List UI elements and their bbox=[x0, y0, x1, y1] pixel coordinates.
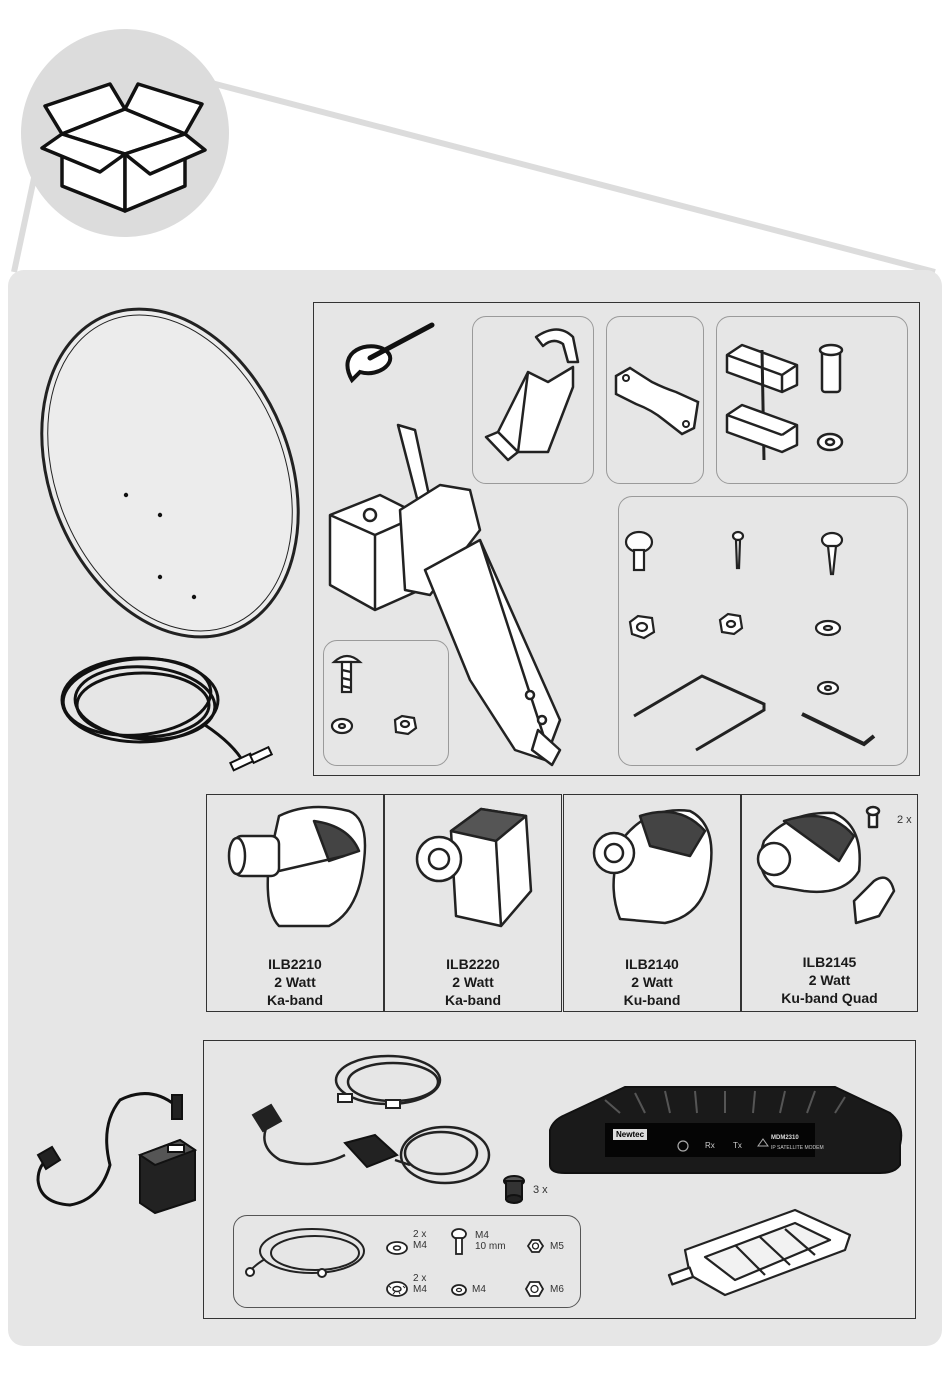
lnb-ilb2140-icon bbox=[580, 801, 730, 931]
modem-subtitle: IP SATELLITE MODEM bbox=[771, 1145, 824, 1151]
nut-m6-icon bbox=[523, 1280, 545, 1298]
lnb-model: ILB2145 bbox=[742, 953, 917, 971]
f-connector-icon bbox=[500, 1175, 530, 1205]
lnb-band: Ka-band bbox=[207, 991, 383, 1009]
modem-unit: Newtec Rx Tx MDM2310 IP SATELLITE MODEM bbox=[545, 1085, 905, 1177]
bolt-size: M4 bbox=[475, 1230, 506, 1241]
carriage-bolt-set-icon bbox=[330, 648, 440, 758]
lnb-cell-ilb2140: ILB2140 2 Watt Ku-band bbox=[563, 794, 741, 1012]
lnb-ilb2210-icon bbox=[219, 801, 369, 931]
lnb-power: 2 Watt bbox=[742, 971, 917, 989]
power-adapter-icon bbox=[30, 1085, 210, 1225]
screw-qty: 2 x bbox=[897, 815, 912, 826]
modem-stand-icon bbox=[665, 1205, 865, 1305]
lnb-band: Ka-band bbox=[385, 991, 561, 1009]
nut-m6-size: M6 bbox=[550, 1284, 564, 1295]
modem-tx-label: Tx bbox=[733, 1141, 742, 1150]
bolt-length: 10 mm bbox=[475, 1241, 506, 1252]
washer-m4-qty: 2 x bbox=[413, 1229, 427, 1240]
lnb-power: 2 Watt bbox=[385, 973, 561, 991]
lnb-cell-ilb2220: ILB2220 2 Watt Ka-band bbox=[384, 794, 562, 1012]
clamp-plate-icon bbox=[612, 362, 702, 442]
nut-m5-size: M5 bbox=[550, 1241, 564, 1252]
modem-body-icon bbox=[545, 1085, 905, 1177]
fasteners-set-icon bbox=[624, 504, 904, 764]
lnb-cell-ilb2145: 2 x ILB2145 2 Watt Ku-band Quad bbox=[741, 794, 918, 1012]
nut-m5-icon bbox=[525, 1238, 545, 1254]
washer-small-m4-icon bbox=[450, 1283, 468, 1297]
washer-small-m4-size: M4 bbox=[472, 1284, 486, 1295]
modem-rx-label: Rx bbox=[705, 1141, 715, 1150]
lnb-model: ILB2210 bbox=[207, 955, 383, 973]
power-supply-icon bbox=[245, 1095, 495, 1195]
lnb-band: Ku-band Quad bbox=[742, 989, 917, 1007]
lockwasher-m4-size: M4 bbox=[413, 1284, 427, 1295]
lnb-model: ILB2220 bbox=[385, 955, 561, 973]
modem-model: MDM2310 bbox=[771, 1135, 799, 1141]
cable-tie-icon bbox=[340, 320, 440, 390]
lockwasher-m4-icon bbox=[385, 1280, 409, 1298]
ground-cable-icon bbox=[240, 1225, 370, 1295]
washer-m4-icon bbox=[385, 1240, 409, 1256]
modem-brand: Newtec bbox=[613, 1129, 647, 1140]
lnb-model: ILB2140 bbox=[564, 955, 740, 973]
u-clamp-icon bbox=[722, 330, 902, 480]
bolt-m4-icon bbox=[449, 1228, 469, 1258]
dish-reflector-icon bbox=[30, 305, 310, 655]
coax-cable-icon bbox=[55, 645, 285, 785]
open-box-icon bbox=[20, 26, 230, 241]
lockwasher-m4-qty: 2 x bbox=[413, 1273, 427, 1284]
lnb-ilb2145-icon bbox=[744, 801, 914, 931]
lnb-power: 2 Watt bbox=[564, 973, 740, 991]
lnb-ilb2220-icon bbox=[401, 801, 551, 931]
lnb-band: Ku-band bbox=[564, 991, 740, 1009]
washer-m4-size: M4 bbox=[413, 1240, 427, 1251]
connector-qty: 3 x bbox=[533, 1185, 548, 1196]
lnb-power: 2 Watt bbox=[207, 973, 383, 991]
lnb-cell-ilb2210: ILB2210 2 Watt Ka-band bbox=[206, 794, 384, 1012]
